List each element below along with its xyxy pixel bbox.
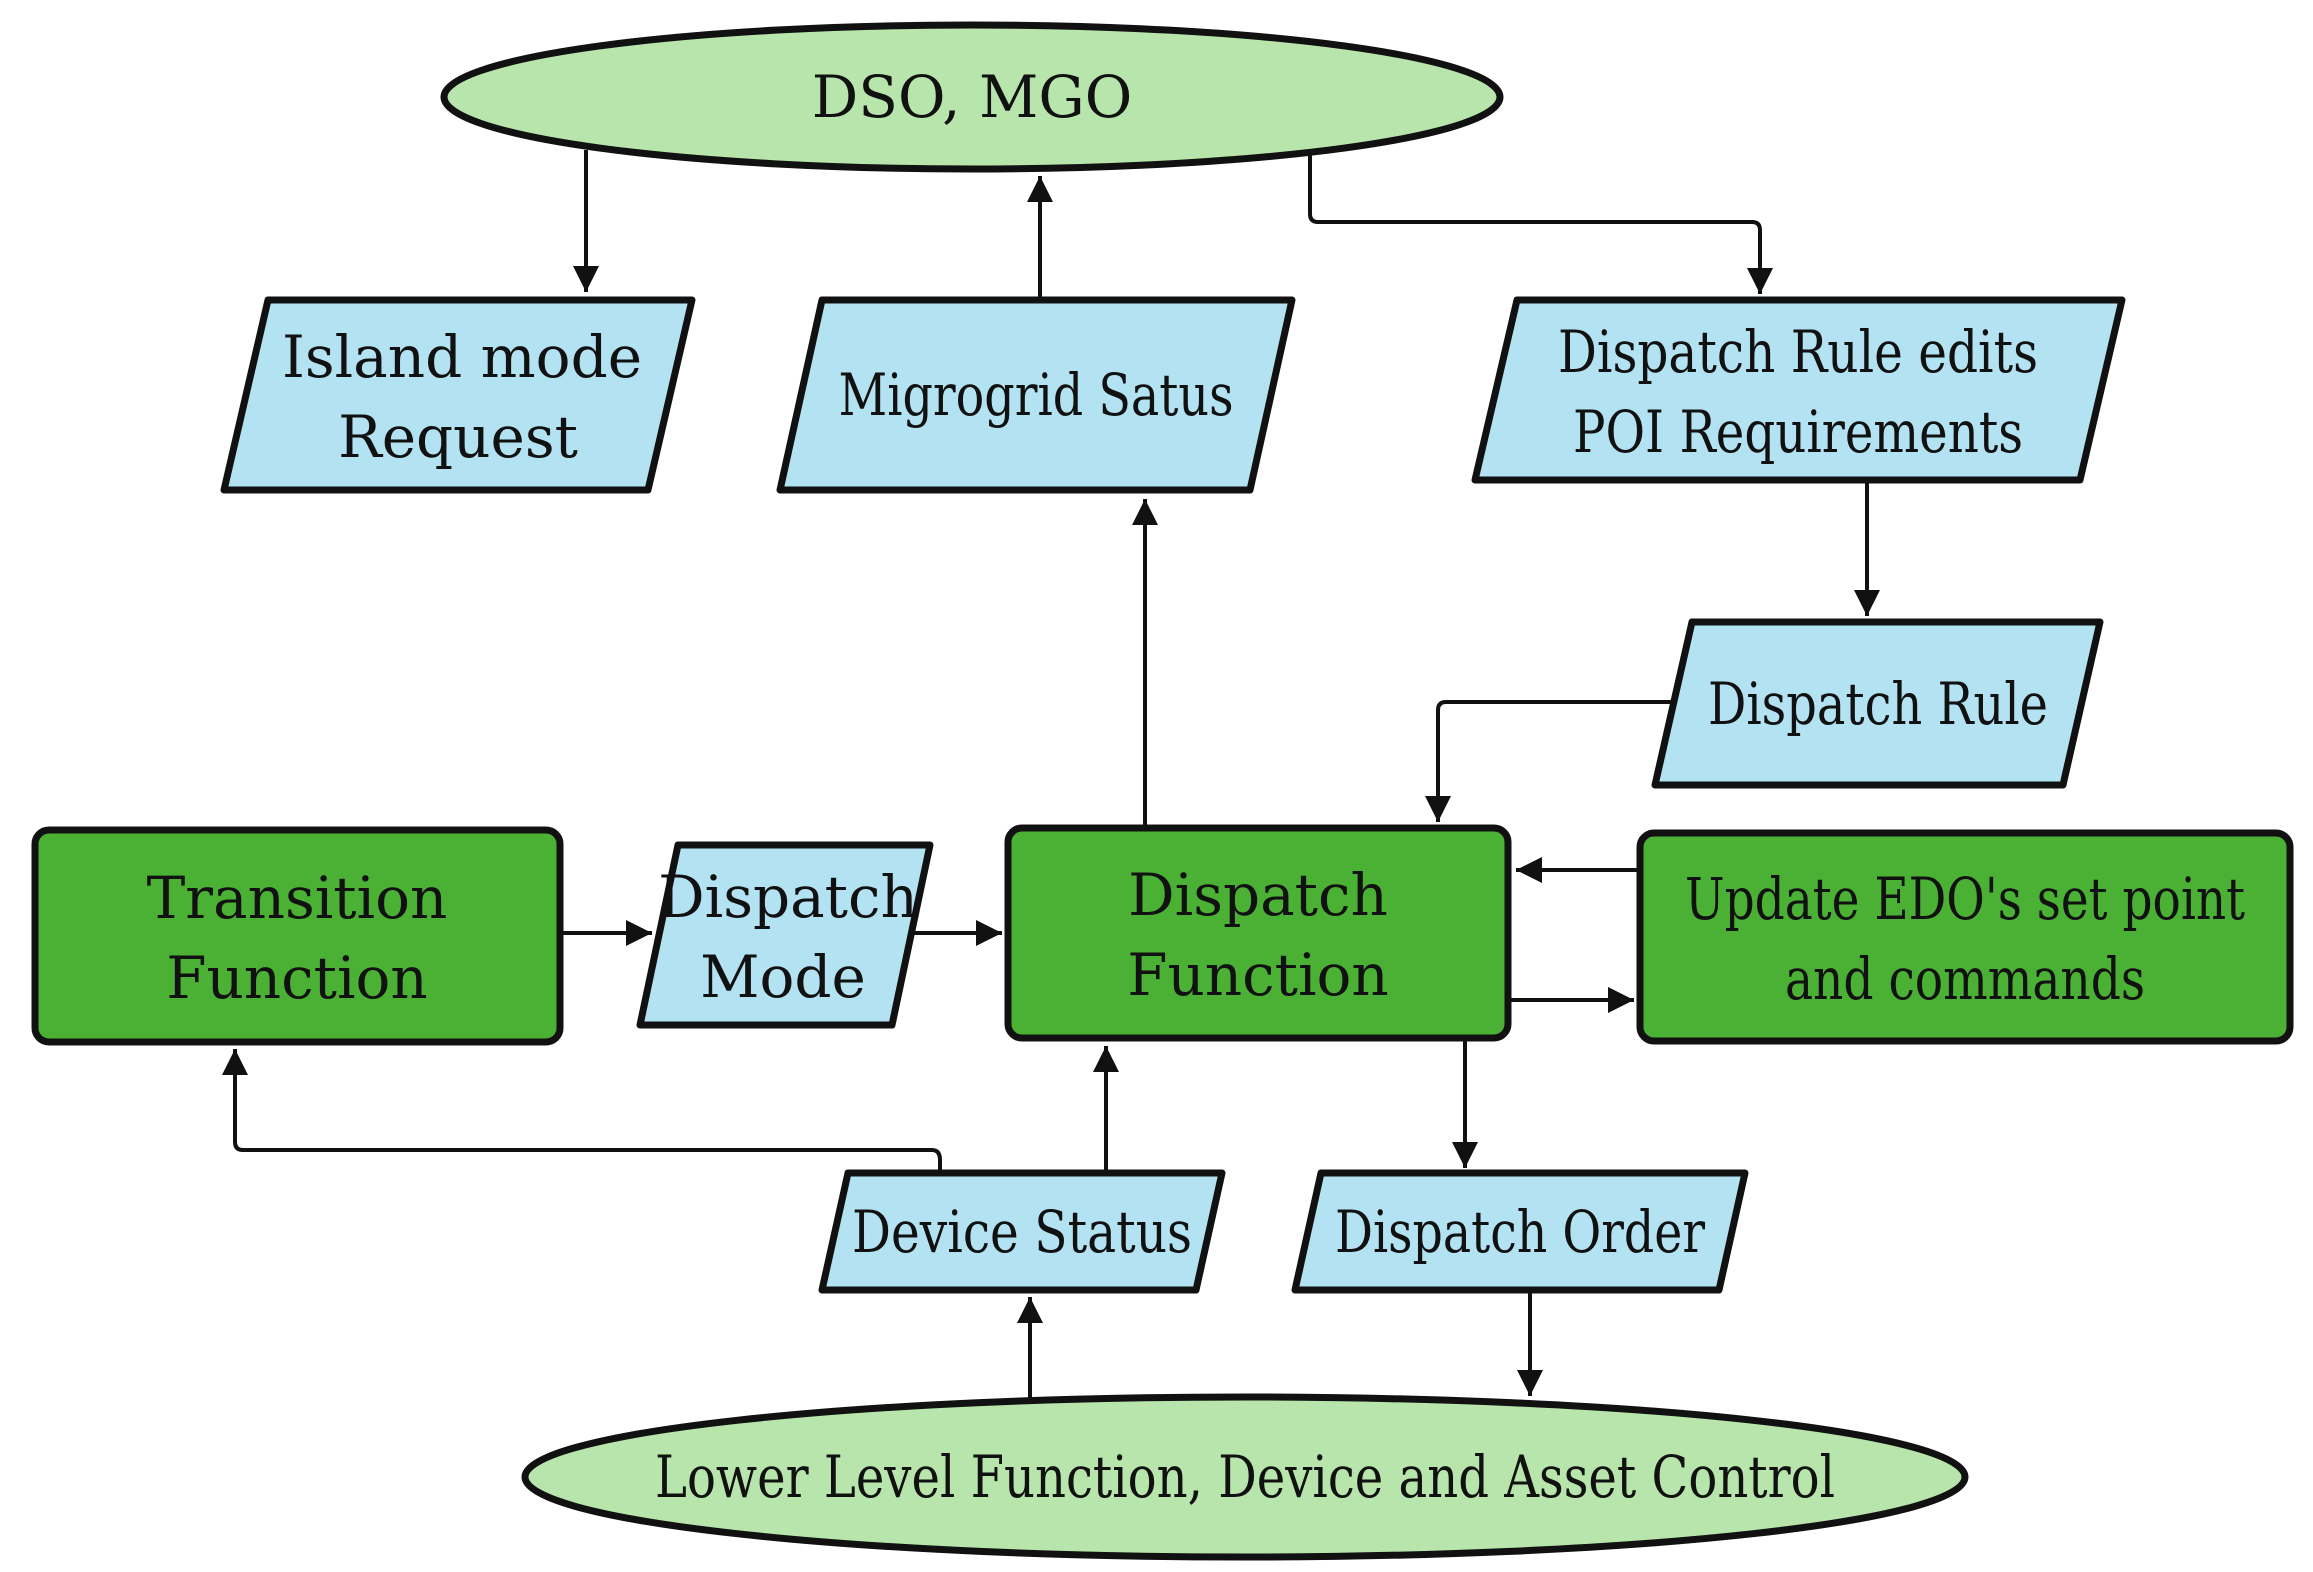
process-shape [1004,824,1512,1042]
node-label: Lower Level Function, Device and Asset C… [655,1443,1835,1511]
arrow-dso-to-dispatch-rule-edits [1308,152,1773,294]
node-island-mode-request: Island mode Request [220,296,696,494]
node-dso-mgo: DSO, MGO [440,21,1504,173]
data-shape [818,1169,1226,1294]
node-label: Mode [700,943,866,1011]
process-shape [1636,829,2294,1045]
node-dispatch-function: Dispatch Function [1004,824,1512,1042]
node-label: Migrogrid Satus [839,361,1234,429]
node-label: POI Requirements [1573,398,2023,466]
node-dispatch-mode: Dispatch Mode [636,841,934,1029]
node-label: Dispatch [658,863,918,931]
node-label: Transition [147,864,448,932]
node-lower-level-control: Lower Level Function, Device and Asset C… [521,1393,1969,1561]
node-label: Dispatch Rule [1708,670,2048,738]
terminator-shape [521,1393,1969,1561]
data-shape [1291,1169,1749,1294]
node-label: Island mode [282,323,642,391]
node-label: DSO, MGO [812,63,1133,131]
data-shape [636,841,934,1029]
node-label: Request [338,403,578,471]
terminator-shape [440,21,1504,173]
node-label: Function [1127,941,1389,1009]
node-dispatch-order: Dispatch Order [1291,1169,1749,1294]
node-transition-function: Transition Function [31,826,564,1046]
process-shape [31,826,564,1046]
node-label: Dispatch Order [1335,1198,1705,1266]
arrow-device-status-to-transition-function [222,1049,942,1173]
node-label: Function [166,944,428,1012]
node-update-edo: Update EDO's set point and commands [1636,829,2294,1045]
data-shape [220,296,696,494]
node-label: Dispatch Rule edits [1558,318,2038,386]
node-label: Device Status [852,1198,1192,1266]
arrow-dispatch-rule-to-dispatch-function [1425,700,1674,822]
node-dispatch-rule-edits: Dispatch Rule edits POI Requirements [1471,296,2126,484]
data-shape [1651,618,2104,789]
node-device-status: Device Status [818,1169,1226,1294]
node-label: and commands [1785,945,2145,1013]
node-label: Update EDO's set point [1685,865,2245,933]
data-shape [1471,296,2126,484]
data-shape [776,296,1296,494]
node-microgrid-status: Migrogrid Satus [776,296,1296,494]
node-label: Dispatch [1128,861,1388,929]
node-dispatch-rule: Dispatch Rule [1651,618,2104,789]
edges [222,150,1880,1400]
